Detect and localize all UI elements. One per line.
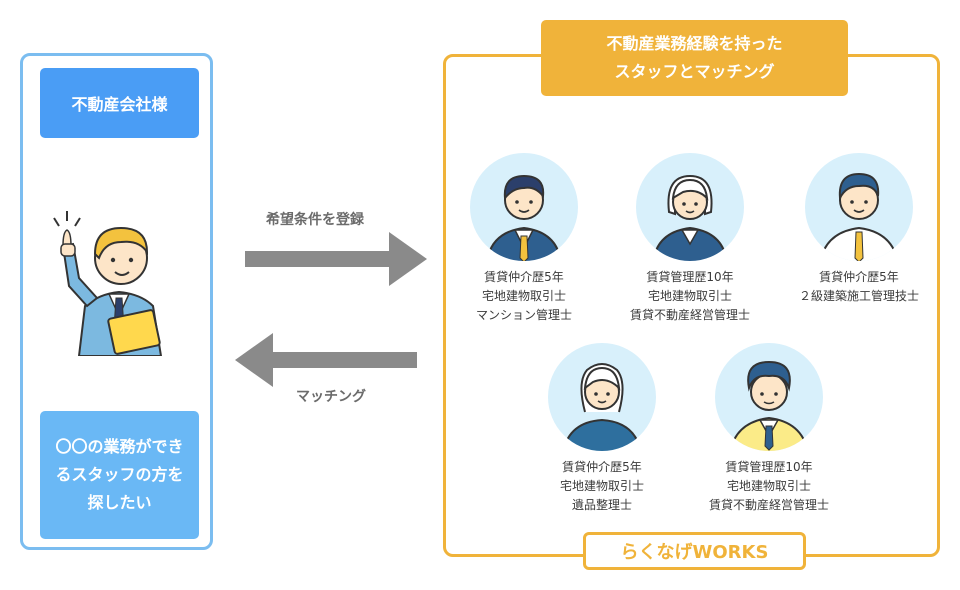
qualification: ２級建築施工管理技士 [798, 289, 919, 303]
arrow-right [245, 232, 427, 286]
staff-qualifications: 賃貸仲介歴5年 宅地建物取引士 マンション管理士 [434, 268, 614, 325]
qualification: マンション管理士 [475, 308, 572, 322]
register-label: 希望条件を登録 [266, 212, 364, 228]
staff-avatar [470, 153, 578, 261]
request-line: 探したい [87, 493, 152, 512]
qualification: 賃貸管理歴10年 [646, 270, 734, 284]
staff-card: 賃貸管理歴10年 宅地建物取引士 賃貸不動産経営管理士 [679, 342, 859, 515]
request-line: るスタッフの方を [55, 465, 184, 484]
qualification: 賃貸仲介歴5年 [819, 270, 899, 284]
qualification: 宅地建物取引士 [559, 479, 644, 493]
staff-avatar [636, 153, 744, 261]
staff-card: 賃貸管理歴10年 宅地建物取引士 賃貸不動産経営管理士 [600, 152, 780, 325]
staff-card: 賃貸仲介歴5年 ２級建築施工管理技士 [769, 152, 949, 306]
client-panel: 不動産会社様 〇〇の業務ができ るスタッフの方を 探したい [20, 53, 213, 550]
qualification: 賃貸仲介歴5年 [562, 460, 642, 474]
qualification: 賃貸仲介歴5年 [484, 270, 564, 284]
qualification: 賃貸不動産経営管理士 [629, 308, 750, 322]
staff-avatar [805, 153, 913, 261]
service-title-line: 不動産業務経験を持った [606, 34, 783, 53]
client-label: 不動産会社様 [40, 68, 199, 138]
qualification: 遺品整理士 [571, 498, 632, 512]
arrow-left [235, 333, 417, 387]
staff-card: 賃貸仲介歴5年 宅地建物取引士 遺品整理士 [512, 342, 692, 515]
service-title-line: スタッフとマッチング [614, 62, 775, 81]
staff-qualifications: 賃貸仲介歴5年 宅地建物取引士 遺品整理士 [512, 458, 692, 515]
staff-qualifications: 賃貸仲介歴5年 ２級建築施工管理技士 [769, 268, 949, 306]
staff-qualifications: 賃貸管理歴10年 宅地建物取引士 賃貸不動産経営管理士 [679, 458, 859, 515]
matching-label: マッチング [296, 389, 366, 405]
staff-card: 賃貸仲介歴5年 宅地建物取引士 マンション管理士 [434, 152, 614, 325]
service-title: 不動産業務経験を持った スタッフとマッチング [541, 20, 848, 96]
qualification: 賃貸不動産経営管理士 [708, 498, 829, 512]
qualification: 宅地建物取引士 [647, 289, 732, 303]
client-businessman-illustration [53, 211, 163, 356]
staff-qualifications: 賃貸管理歴10年 宅地建物取引士 賃貸不動産経営管理士 [600, 268, 780, 325]
qualification: 賃貸管理歴10年 [725, 460, 813, 474]
staff-avatar [548, 343, 656, 451]
qualification: 宅地建物取引士 [481, 289, 566, 303]
qualification: 宅地建物取引士 [726, 479, 811, 493]
request-line: 〇〇の業務ができ [55, 437, 184, 456]
staff-avatar [715, 343, 823, 451]
request-box: 〇〇の業務ができ るスタッフの方を 探したい [40, 411, 199, 539]
brand-label: らくなげWORKS [583, 532, 806, 570]
